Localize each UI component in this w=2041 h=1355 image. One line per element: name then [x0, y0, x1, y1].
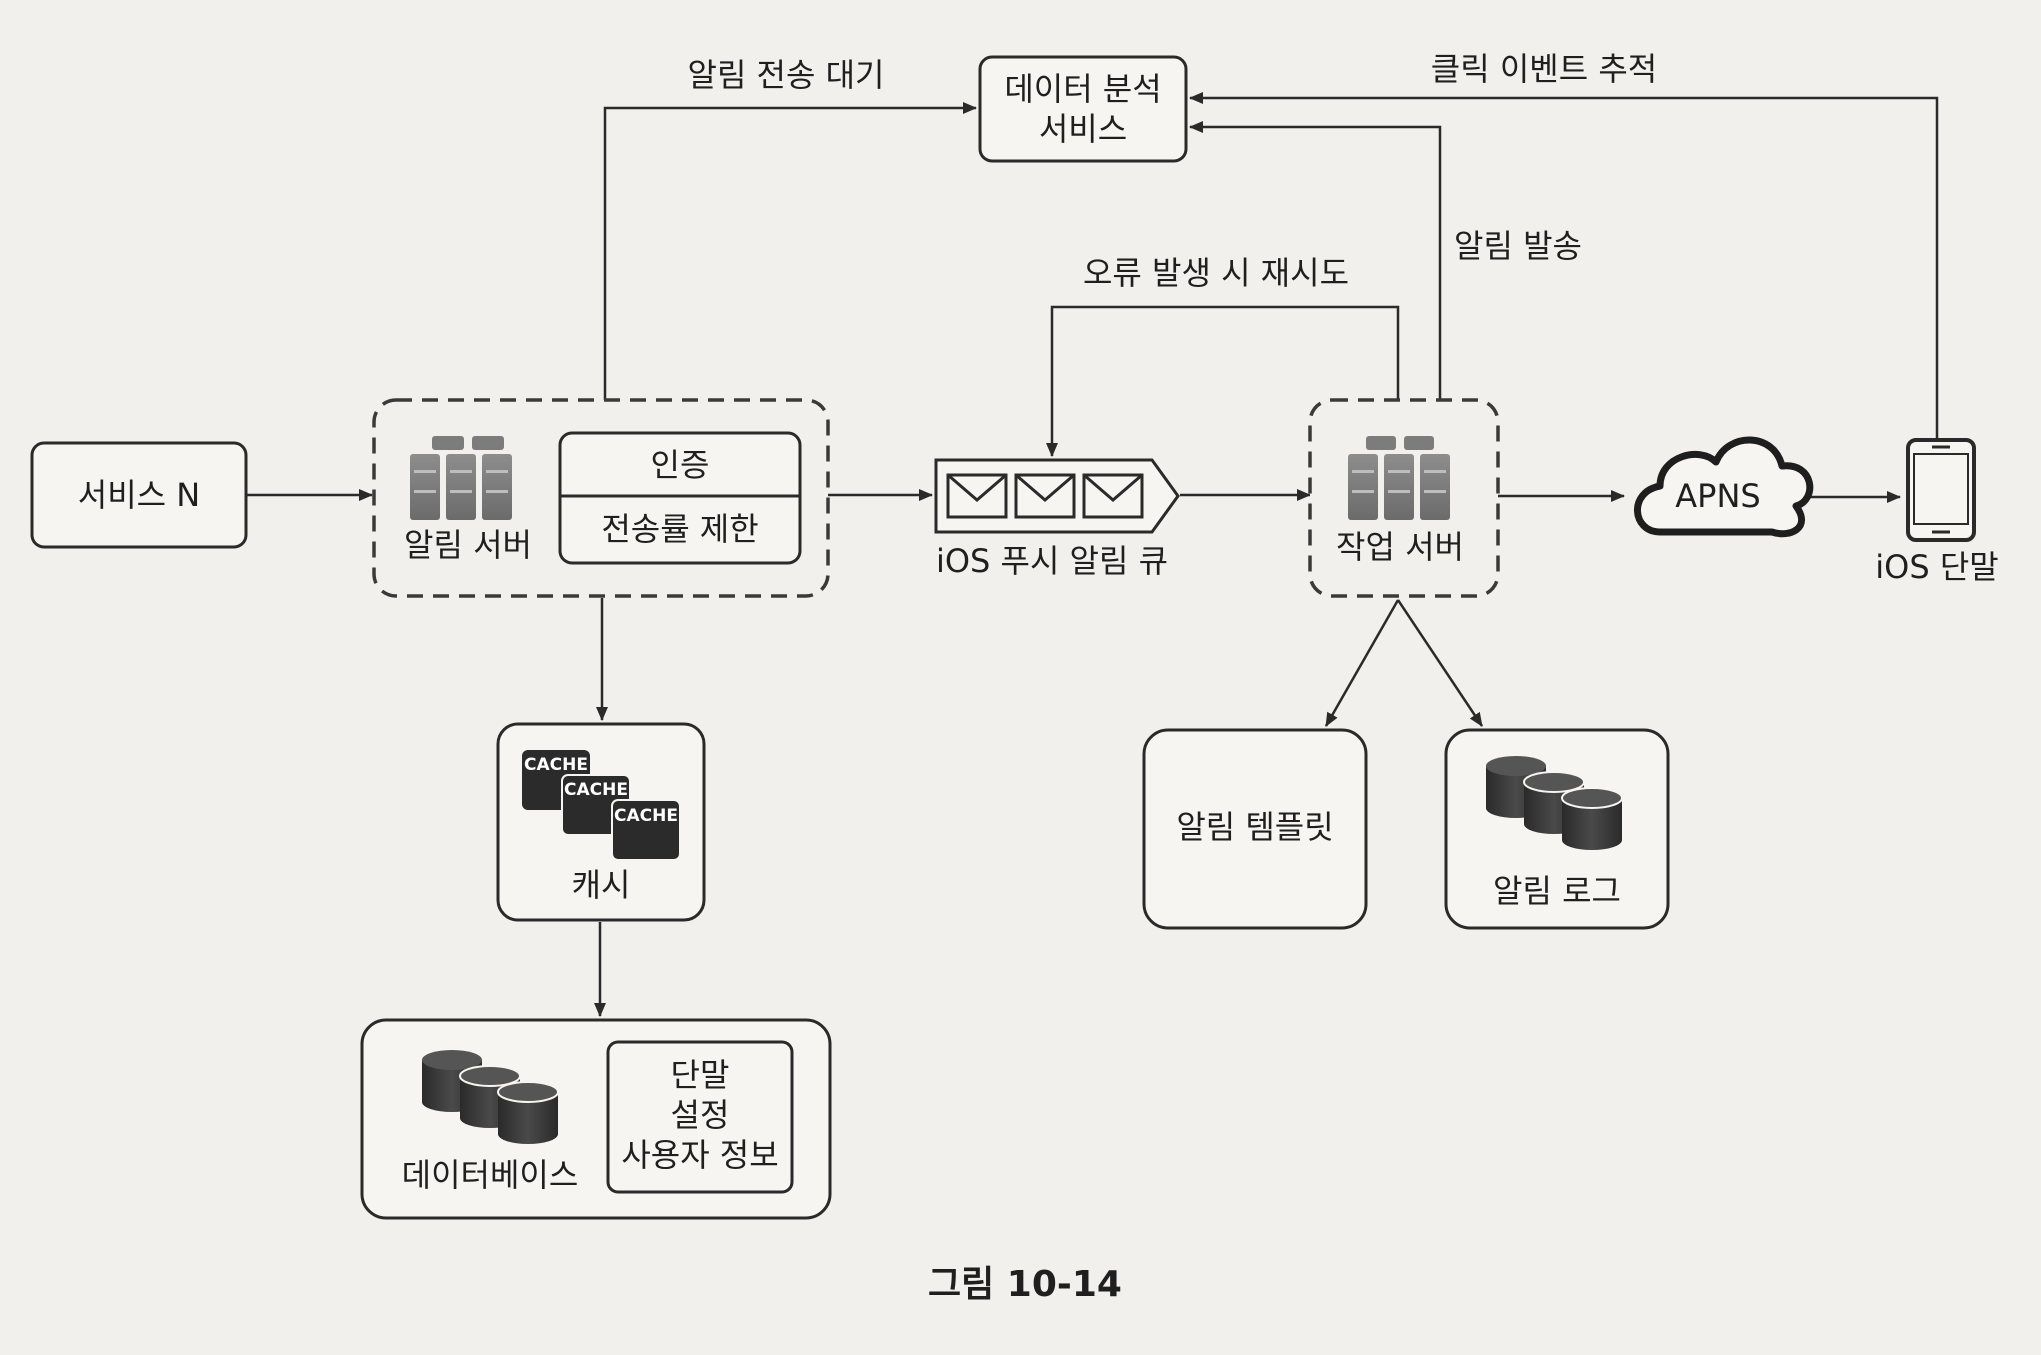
cloud-icon	[1634, 436, 1814, 538]
service-n-node[interactable]: 서비스 N	[30, 441, 248, 549]
notification-server-label: 알림 서버	[404, 526, 532, 564]
log-label: 알림 로그	[1493, 872, 1621, 910]
server-rack-icon	[410, 436, 512, 520]
analytics-service-node[interactable]: 데이터 분석 서비스	[978, 55, 1188, 163]
notification-log-node[interactable]: 알림 로그	[1444, 728, 1670, 930]
database-label: 데이터베이스	[402, 1156, 579, 1194]
edge-pending-send	[603, 102, 977, 400]
envelope-icon	[1082, 473, 1144, 519]
auth-ratelimit-box: 인증 전송률 제한	[558, 431, 802, 565]
cache-icon-text: CACHE	[564, 780, 628, 800]
db-info-line3: 사용자 정보	[621, 1136, 778, 1174]
envelope-icon	[1014, 473, 1076, 519]
ios-device-label: iOS 단말	[1875, 548, 1998, 586]
cache-icon-text: CACHE	[614, 806, 678, 826]
edge-worker-to-template	[1324, 599, 1400, 727]
db-info-line1: 단말	[671, 1056, 730, 1094]
analytics-label-line1: 데이터 분석	[1004, 70, 1161, 108]
edge-notification-sent	[1189, 121, 1442, 400]
cache-icon-text: CACHE	[524, 755, 588, 775]
worker-server-group[interactable]: 작업 서버	[1308, 398, 1500, 598]
cache-icon: CACHE CACHE CACHE	[522, 750, 681, 861]
queue-label: iOS 푸시 알림 큐	[936, 542, 1168, 580]
database-icon	[1486, 756, 1623, 850]
connectors	[246, 92, 1939, 1017]
edge-click-tracking	[1189, 92, 1939, 440]
server-rack-icon	[1348, 436, 1450, 520]
notification-server-group[interactable]: 알림 서버 인증 전송률 제한	[372, 398, 830, 598]
auth-label: 인증	[651, 446, 710, 484]
database-node[interactable]: 데이터베이스 단말 설정 사용자 정보	[360, 1018, 832, 1220]
figure-caption: 그림 10-14	[928, 1264, 1122, 1305]
service-n-label: 서비스 N	[78, 476, 200, 514]
label-notification-sent: 알림 발송	[1454, 227, 1582, 265]
cache-node[interactable]: CACHE CACHE CACHE 캐시	[496, 722, 706, 922]
edge-retry	[1046, 305, 1400, 457]
label-pending-send: 알림 전송 대기	[688, 56, 885, 94]
apns-node[interactable]: APNS	[1634, 436, 1814, 538]
db-info-line2: 설정	[671, 1096, 730, 1134]
phone-icon	[1906, 438, 1976, 542]
analytics-label-line2: 서비스	[1039, 110, 1127, 148]
cache-label: 캐시	[572, 866, 631, 904]
envelope-icon	[946, 473, 1008, 519]
database-icon	[422, 1050, 559, 1144]
worker-server-label: 작업 서버	[1336, 528, 1464, 566]
notification-template-node[interactable]: 알림 템플릿	[1142, 728, 1368, 930]
edge-worker-to-log	[1396, 599, 1484, 727]
label-retry: 오류 발생 시 재시도	[1083, 254, 1349, 292]
rate-limit-label: 전송률 제한	[601, 510, 758, 548]
label-click-tracking: 클릭 이벤트 추적	[1431, 50, 1657, 88]
ios-device-node[interactable]: iOS 단말	[1875, 438, 1999, 586]
apns-label: APNS	[1675, 477, 1760, 515]
db-info-box: 단말 설정 사용자 정보	[606, 1040, 794, 1194]
ios-push-queue[interactable]: iOS 푸시 알림 큐	[934, 458, 1180, 580]
template-label: 알림 템플릿	[1176, 808, 1333, 846]
